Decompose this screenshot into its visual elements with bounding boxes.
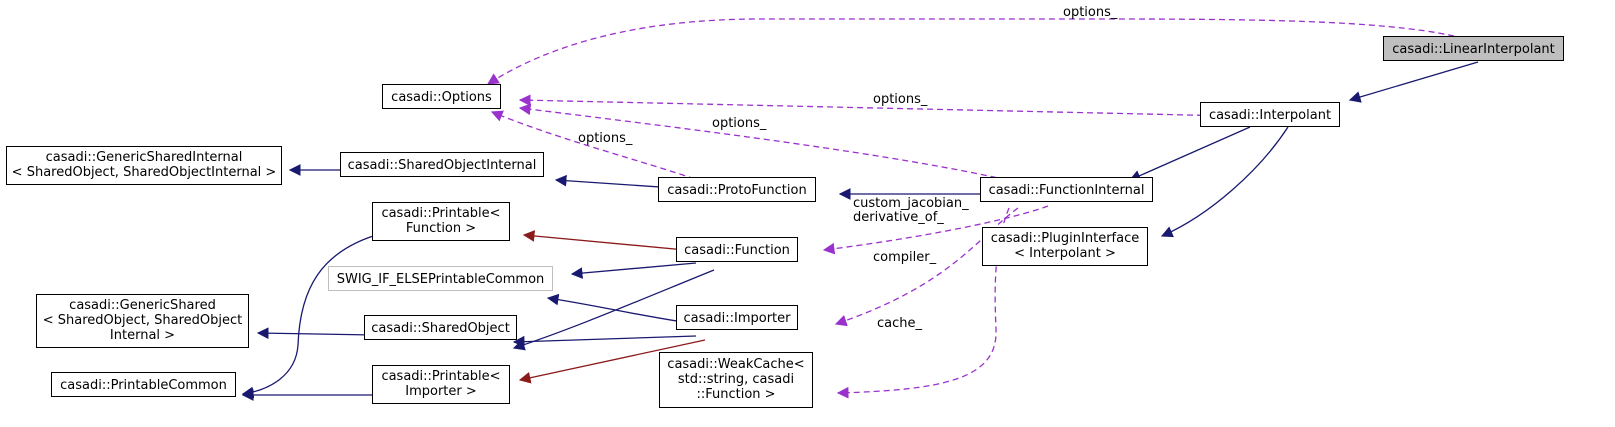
node-label-line-3: ::Function >	[696, 387, 775, 402]
edge-options-usage-linear-interpolant	[487, 18, 1455, 85]
node-printable-common[interactable]: casadi::PrintableCommon	[51, 372, 236, 397]
node-label-line-1: casadi::Printable<	[381, 206, 500, 221]
node-shared-object-internal[interactable]: casadi::SharedObjectInternal	[340, 152, 544, 177]
node-generic-shared[interactable]: casadi::GenericShared < SharedObject, Sh…	[36, 294, 249, 348]
node-label-line-3: Internal >	[110, 328, 175, 343]
node-label: SWIG_IF_ELSEPrintableCommon	[337, 272, 545, 287]
node-function[interactable]: casadi::Function	[676, 237, 798, 262]
nodes: casadi::LinearInterpolant casadi::Interp…	[6, 36, 1564, 408]
node-proto-function[interactable]: casadi::ProtoFunction	[658, 177, 816, 202]
edge-swig-to-importer	[546, 293, 697, 325]
node-label: casadi::Interpolant	[1209, 108, 1331, 123]
edge-label-options-proto-function: options_	[578, 131, 633, 146]
node-generic-shared-internal[interactable]: casadi::GenericSharedInternal < SharedOb…	[6, 146, 282, 185]
node-label: casadi::SharedObject	[371, 321, 510, 336]
node-label: casadi::ProtoFunction	[667, 183, 806, 198]
edge-label-compiler: compiler_	[873, 250, 937, 265]
node-printable-function[interactable]: casadi::Printable< Function >	[372, 202, 510, 241]
node-printable-importer[interactable]: casadi::Printable< Importer >	[372, 365, 510, 404]
node-label-line-2: Function >	[406, 221, 476, 236]
node-label-line-1: casadi::WeakCache<	[667, 357, 804, 372]
node-label: casadi::SharedObjectInternal	[348, 158, 537, 173]
edge-label-cache: cache_	[877, 316, 922, 331]
node-label: casadi::Options	[391, 90, 492, 105]
edge-function-usage-function-internal	[822, 205, 1049, 255]
edge-label-options-interpolant: options_	[873, 92, 928, 107]
edge-label-custom-jacobian: custom_jacobian_	[853, 196, 969, 211]
node-shared-object[interactable]: casadi::SharedObject	[364, 315, 517, 340]
node-label: casadi::PrintableCommon	[60, 378, 227, 393]
edge-printable-importer-to-importer	[518, 339, 706, 384]
node-label: casadi::FunctionInternal	[989, 183, 1145, 198]
node-swig-printable-common[interactable]: SWIG_IF_ELSEPrintableCommon	[328, 266, 553, 291]
node-linear-interpolant[interactable]: casadi::LinearInterpolant	[1383, 36, 1564, 61]
node-label-line-2: < SharedObject, SharedObjectInternal >	[12, 165, 277, 180]
edge-generic-shared-to-shared-object	[256, 327, 375, 340]
node-label-line-2: Importer >	[405, 384, 477, 399]
edge-plugin-interface-to-interpolant	[1160, 126, 1289, 238]
edges	[241, 18, 1479, 401]
edge-label-options-function-internal: options_	[712, 116, 767, 131]
node-label-line-1: casadi::PluginInterface	[991, 231, 1139, 246]
edge-interpolant-to-linear-interpolant	[1348, 61, 1479, 103]
node-plugin-interface[interactable]: casadi::PluginInterface < Interpolant >	[982, 227, 1148, 266]
node-label-line-2: < SharedObject, SharedObject	[43, 313, 243, 328]
node-function-internal[interactable]: casadi::FunctionInternal	[980, 177, 1153, 202]
node-label-line-2: std::string, casadi	[678, 372, 794, 387]
edge-options-usage-function-internal	[518, 103, 1017, 183]
node-options[interactable]: casadi::Options	[382, 84, 501, 109]
edge-label-derivative-of: derivative_of_	[853, 210, 944, 225]
node-interpolant[interactable]: casadi::Interpolant	[1200, 102, 1340, 127]
edge-shared-object-internal-to-proto-function	[554, 174, 676, 189]
node-label: casadi::Importer	[684, 311, 792, 326]
edge-options-usage-proto-function	[490, 110, 705, 183]
node-label-line-1: casadi::GenericSharedInternal	[46, 150, 243, 165]
node-label: casadi::LinearInterpolant	[1392, 42, 1555, 57]
node-label: casadi::Function	[684, 243, 790, 258]
edge-function-internal-to-interpolant	[1128, 126, 1251, 182]
edge-printable-common-to-printable-function	[241, 232, 384, 399]
node-label-line-2: < Interpolant >	[1014, 246, 1116, 261]
edge-shared-object-to-importer	[512, 335, 697, 348]
edge-swig-to-function	[570, 262, 697, 279]
node-label-line-1: casadi::Printable<	[381, 369, 500, 384]
node-weak-cache[interactable]: casadi::WeakCache< std::string, casadi :…	[659, 352, 813, 408]
node-label-line-1: casadi::GenericShared	[69, 298, 216, 313]
edge-labels: options_ options_ options_ options_ cust…	[578, 5, 1118, 331]
edge-printable-function-to-function	[522, 230, 697, 252]
edge-options-usage-interpolant	[518, 94, 1234, 117]
edge-label-options-top: options_	[1063, 5, 1118, 20]
node-importer[interactable]: casadi::Importer	[676, 305, 798, 330]
edge-importer-usage-function-internal	[834, 207, 1019, 327]
